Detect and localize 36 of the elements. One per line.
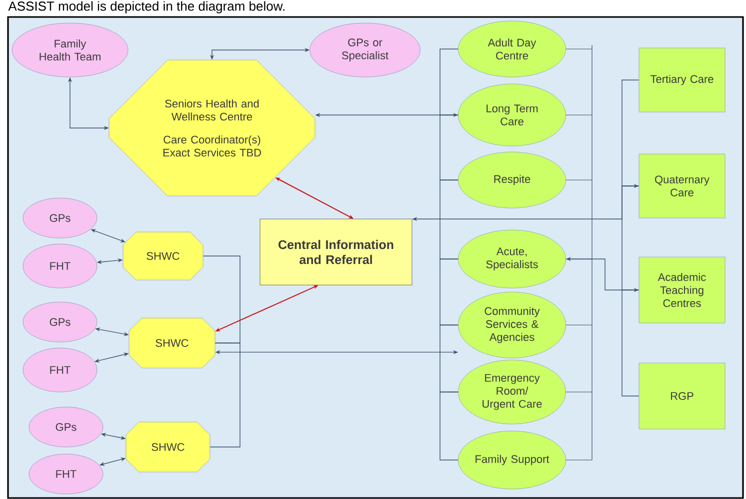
connector	[440, 180, 458, 260]
connector	[210, 342, 240, 448]
oval-node: Acute, Specialists	[458, 230, 566, 288]
oval-node: Long Term Care	[458, 84, 566, 146]
connector	[440, 392, 458, 460]
connector	[440, 48, 458, 116]
oval-node: GPs or Specialist	[310, 22, 420, 78]
oval-node: GPs	[28, 406, 104, 448]
connector	[440, 258, 458, 326]
connector	[440, 114, 458, 180]
oval-node: GPs	[22, 198, 98, 238]
octagon-node: SHWC	[122, 232, 204, 280]
connector	[202, 256, 240, 344]
oval-node: Adult Day Centre	[458, 20, 566, 78]
octagon-node: Seniors Health and Wellness Centre Care Coordinator(s) Exact Services TBD	[108, 60, 316, 196]
oval-node: Family Support	[458, 430, 566, 490]
process-box: Quaternary Care	[638, 154, 726, 218]
process-box: Academic Teaching Centres	[638, 256, 726, 324]
connector	[622, 80, 640, 186]
oval-node: Family Health Team	[12, 22, 128, 78]
octagon-node: SHWC	[126, 422, 210, 472]
connector	[622, 186, 640, 290]
oval-node: Respite	[458, 152, 566, 208]
process-box: RGP	[638, 362, 726, 430]
process-box: Tertiary Care	[638, 48, 726, 112]
octagon-node: SHWC	[128, 318, 216, 368]
oval-node: GPs	[22, 302, 98, 342]
oval-node: FHT	[28, 454, 104, 494]
connector	[440, 324, 458, 392]
oval-node: Emergency Room/ Urgent Care	[458, 360, 566, 424]
oval-node: FHT	[22, 348, 98, 392]
oval-node: FHT	[22, 244, 98, 288]
heading: ASSIST model is depicted in the diagram below.	[8, 1, 284, 14]
connector	[622, 290, 640, 396]
process-box: Central Information and Referral	[260, 218, 412, 286]
oval-node: Community Services & Agencies	[458, 292, 566, 358]
